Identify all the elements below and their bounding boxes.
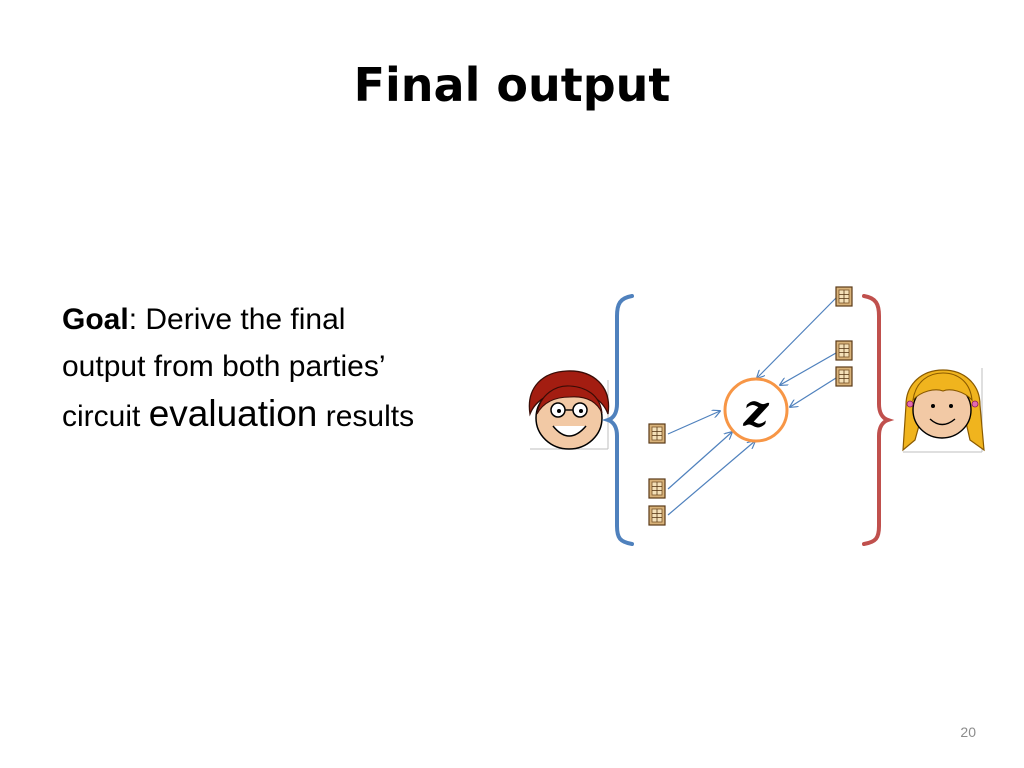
goal-separator: : [128, 303, 138, 336]
right-brace [862, 294, 895, 546]
left-brace [601, 294, 634, 546]
left-arrows [667, 411, 755, 516]
goal-line-3-a: circuit [62, 400, 149, 433]
right-party-avatar-icon [902, 368, 985, 453]
output-label: z [743, 386, 770, 437]
garbled-table-icon [835, 286, 853, 307]
goal-label: Goal [62, 303, 129, 336]
goal-text: Goal: Derive the final output from both … [62, 296, 502, 440]
left-party-avatar-icon [528, 370, 610, 450]
output-node [723, 377, 789, 443]
slide-title: Final output [353, 58, 671, 112]
goal-line-3: circuit evaluation results [62, 390, 502, 440]
goal-line-3-evaluation: evaluation [148, 393, 318, 434]
goal-line-1-rest: Derive the final [137, 303, 346, 336]
right-arrows [757, 297, 837, 407]
garbled-table-icon [648, 478, 666, 499]
garbled-table-icon [648, 505, 666, 526]
goal-line-2: output from both parties’ [62, 350, 386, 383]
page-number: 20 [960, 724, 976, 740]
garbled-table-icon [835, 340, 853, 361]
garbled-table-icon [835, 366, 853, 387]
garbled-table-icon [648, 423, 666, 444]
goal-line-3-c: results [317, 400, 415, 433]
goal-line-1: Goal: Derive the final [62, 296, 502, 343]
